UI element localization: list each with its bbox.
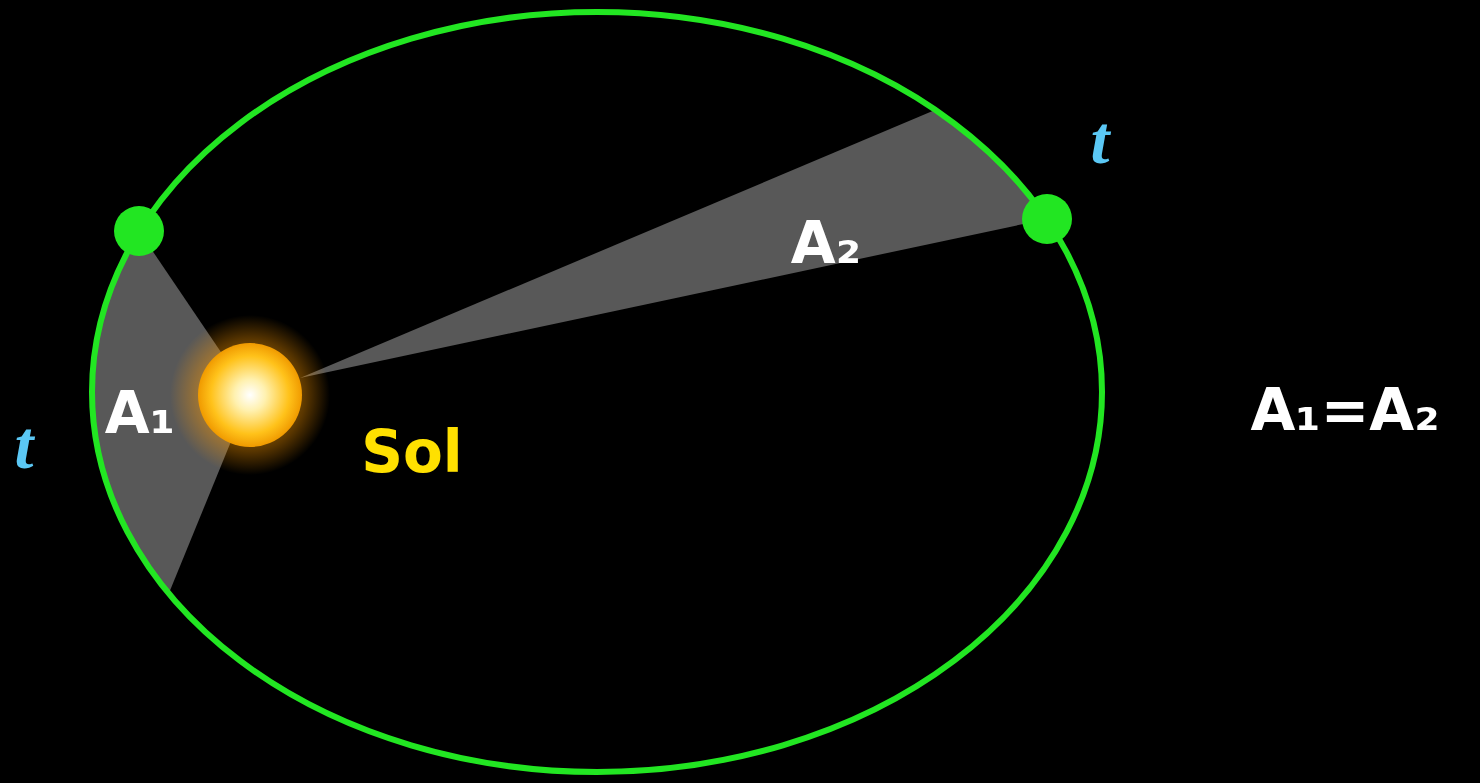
sun-symbol: [198, 343, 302, 447]
sun-label: Sol: [361, 423, 463, 481]
time-label: t: [15, 411, 34, 479]
planet-dot: [1022, 194, 1072, 244]
sun-glow: [170, 315, 330, 475]
area-label: A₂: [791, 214, 861, 272]
area-label: A₁: [105, 384, 175, 442]
planet-dot: [114, 206, 164, 256]
time-label: t: [1091, 106, 1110, 174]
area-sector: [300, 110, 1047, 378]
equation-label: A₁=A₂: [1250, 381, 1439, 439]
orbit-ellipse: [92, 12, 1102, 772]
